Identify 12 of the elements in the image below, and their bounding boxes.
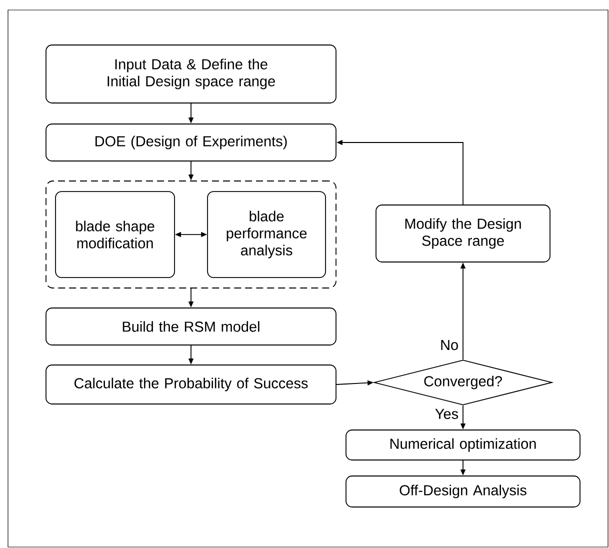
process-box: Build the RSM model bbox=[46, 308, 336, 346]
process-box: Modify the Design Space range bbox=[376, 204, 550, 262]
process-box: blade performance analysis bbox=[207, 191, 326, 278]
process-box: Numerical optimization bbox=[346, 430, 580, 460]
process-box: Calculate the Probability of Success bbox=[46, 364, 336, 404]
dashed-group-frame bbox=[46, 180, 336, 288]
edge-label: Yes bbox=[434, 408, 460, 420]
edge-label: No bbox=[439, 338, 460, 352]
process-box: DOE (Design of Experiments) bbox=[46, 124, 336, 162]
process-box: Input Data & Define the Initial Design space range bbox=[46, 44, 336, 104]
process-box: blade shape modification bbox=[55, 191, 175, 278]
process-box: Off-Design Analysis bbox=[346, 476, 580, 508]
